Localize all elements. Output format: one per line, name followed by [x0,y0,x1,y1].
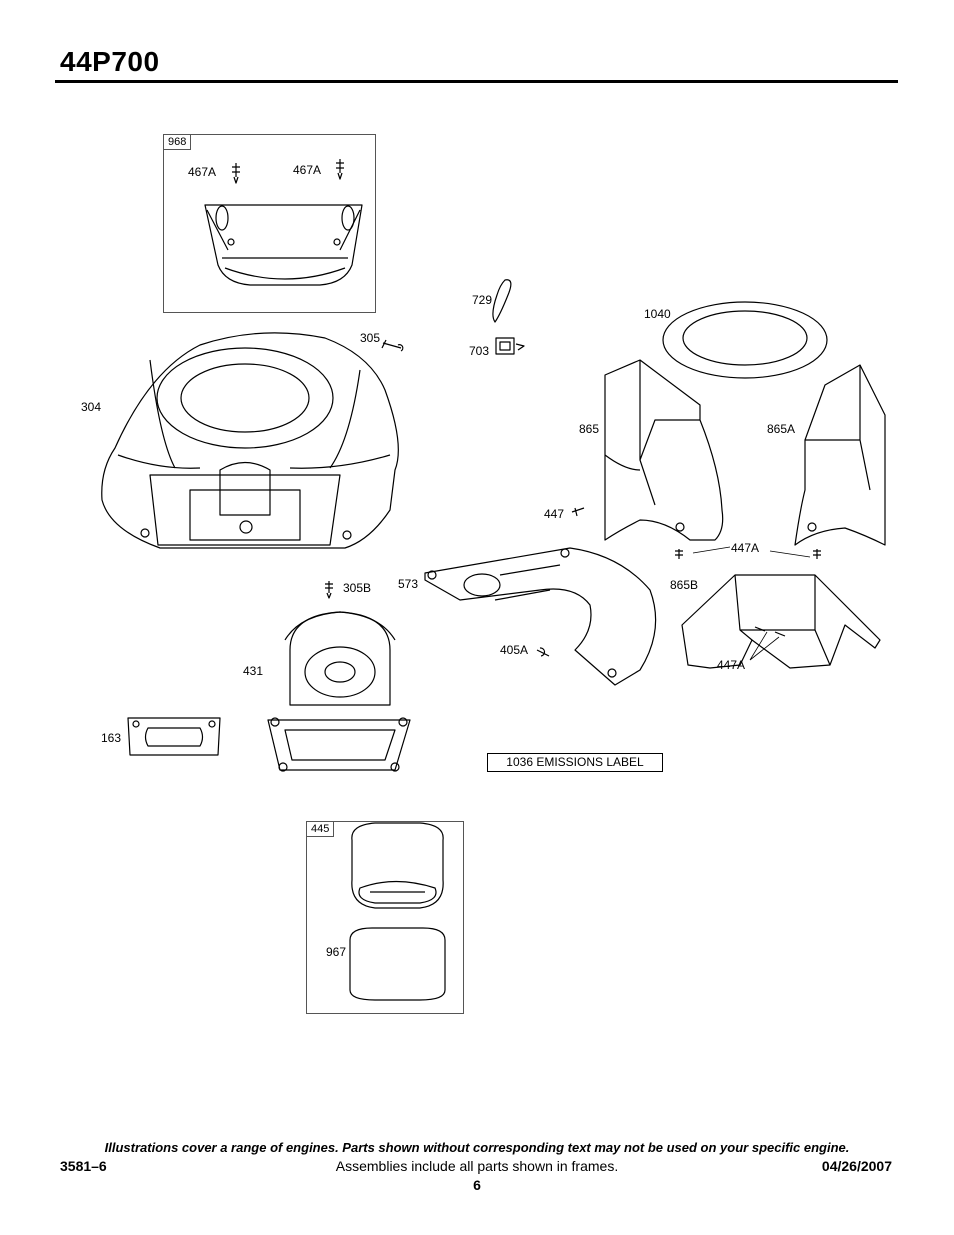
part-865-shroud-illustration [604,359,724,541]
part-703-grommet-illustration [495,337,525,355]
footer-page-number: 6 [473,1177,481,1193]
part-729-clip-illustration [492,279,512,323]
part-967-precleaner-illustration [349,927,446,1001]
part-573-baffle-illustration [424,547,657,686]
callout-163: 163 [101,731,122,745]
footer-doc-number: 3581–6 [60,1158,107,1174]
callout-305b: 305B [343,581,372,595]
part-447a-bolt-2-illustration [813,549,821,559]
frame-968-tag: 968 [164,135,192,150]
callout-865a: 865A [767,422,796,436]
callout-431: 431 [243,664,264,678]
callout-967: 967 [326,945,347,959]
callout-447a-top: 447A [731,541,760,555]
part-447a-bolt-1-illustration [675,549,683,559]
part-405a-screw-illustration [536,647,550,657]
frame-968: 968 [163,134,376,313]
footer-assemblies-note: Assemblies include all parts shown in fr… [335,1158,619,1174]
callout-405a: 405A [500,643,529,657]
callout-467a-2: 467A [293,163,322,177]
callout-703: 703 [469,344,490,358]
part-431-air-cleaner-illustration [267,611,411,772]
frame-445-tag: 445 [307,822,335,837]
part-163-gasket-illustration [127,717,221,756]
callout-447: 447 [544,507,565,521]
leader-lines-447a-top [692,546,811,558]
callout-729: 729 [472,293,493,307]
callout-573: 573 [398,577,419,591]
part-865a-shroud-illustration [794,364,886,546]
footer-date: 04/26/2007 [821,1158,892,1174]
part-305-bolt-illustration [381,339,404,352]
callout-467a-1: 467A [188,165,217,179]
footer-disclaimer: Illustrations cover a range of engines. … [104,1140,850,1155]
callout-865: 865 [579,422,600,436]
part-304-blower-housing-illustration [101,332,399,549]
part-305b-screw-illustration [325,581,333,599]
part-865b-shroud-illustration [681,574,881,669]
callout-447a-bottom: 447A [717,658,746,672]
callout-1040: 1040 [644,307,671,321]
part-1040-ring-illustration [662,301,828,379]
emissions-label-box: 1036 EMISSIONS LABEL [487,753,663,772]
part-968-screen-illustration [204,159,363,286]
frame-445: 445 [306,821,464,1014]
callout-865b: 865B [670,578,699,592]
page-title: 44P700 [60,46,160,77]
part-447-bolt-illustration [571,507,585,517]
title-rule [55,80,898,83]
callout-305: 305 [360,331,381,345]
part-445-cartridge-illustration [351,822,444,909]
callout-304: 304 [81,400,102,414]
